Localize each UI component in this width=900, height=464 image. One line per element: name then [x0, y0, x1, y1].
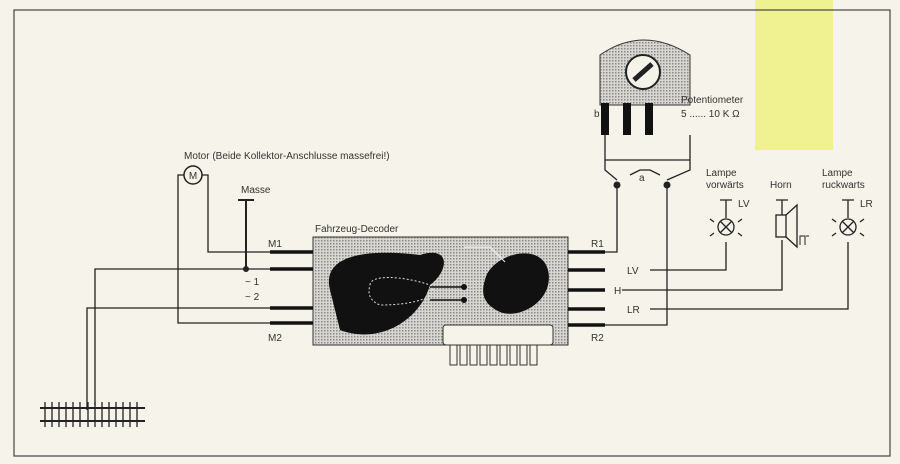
potentiometer-range: 5 ...... 10 K Ω	[681, 109, 740, 120]
pin-lv-label: LV	[627, 266, 639, 277]
lamp-forward-label-1: Lampe	[706, 168, 737, 179]
decoder-label: Fahrzeug-Decoder	[315, 224, 399, 235]
horn-label: Horn	[770, 180, 792, 191]
pin-ac2-label: ~ 2	[245, 292, 260, 303]
potentiometer-b-label: b	[594, 109, 600, 120]
pin-m2-label: M2	[268, 333, 282, 344]
wire-r2	[600, 185, 668, 326]
pin-ac1-label: ~ 1	[245, 277, 260, 288]
lamp-backward-label-2: ruckwarts	[822, 180, 865, 191]
motor-symbol: M	[183, 165, 203, 185]
lamp-backward-label-1: Lampe	[822, 168, 853, 179]
pin-r1-label: R1	[591, 239, 604, 250]
pin-h-label: H	[614, 286, 621, 297]
svg-text:M: M	[189, 171, 197, 182]
horn-symbol	[775, 199, 809, 249]
wire-ac2	[86, 307, 280, 410]
yellow-highlight	[755, 0, 833, 150]
wire-lr	[650, 242, 849, 310]
wire-h	[620, 240, 783, 291]
lamp-forward-label-2: vorwärts	[706, 180, 744, 191]
lamp-forward-tag: LV	[738, 199, 750, 210]
pin-m1-label: M1	[268, 239, 282, 250]
wire-m1	[202, 174, 280, 253]
wire-r1	[600, 185, 618, 253]
diagram-frame	[13, 9, 891, 457]
motor-label: Motor (Beide Kollektor-Anschlusse massef…	[184, 151, 390, 162]
lamp-backward-tag: LR	[860, 199, 873, 210]
wire-lv	[650, 242, 727, 271]
lamp-backward-symbol	[831, 199, 865, 237]
masse-label: Masse	[241, 185, 271, 196]
lamp-forward-symbol	[709, 199, 743, 237]
pin-lr-label: LR	[627, 305, 640, 316]
potentiometer-label: Potentiometer	[681, 95, 744, 106]
pin-r2-label: R2	[591, 333, 604, 344]
track-symbol	[40, 402, 145, 427]
wire-m2	[177, 174, 280, 324]
wire-ac1	[94, 268, 280, 405]
vehicle-decoder	[270, 236, 605, 366]
potentiometer-a-label: a	[639, 173, 645, 184]
potentiometer	[599, 39, 691, 135]
masse-ground	[238, 199, 254, 269]
